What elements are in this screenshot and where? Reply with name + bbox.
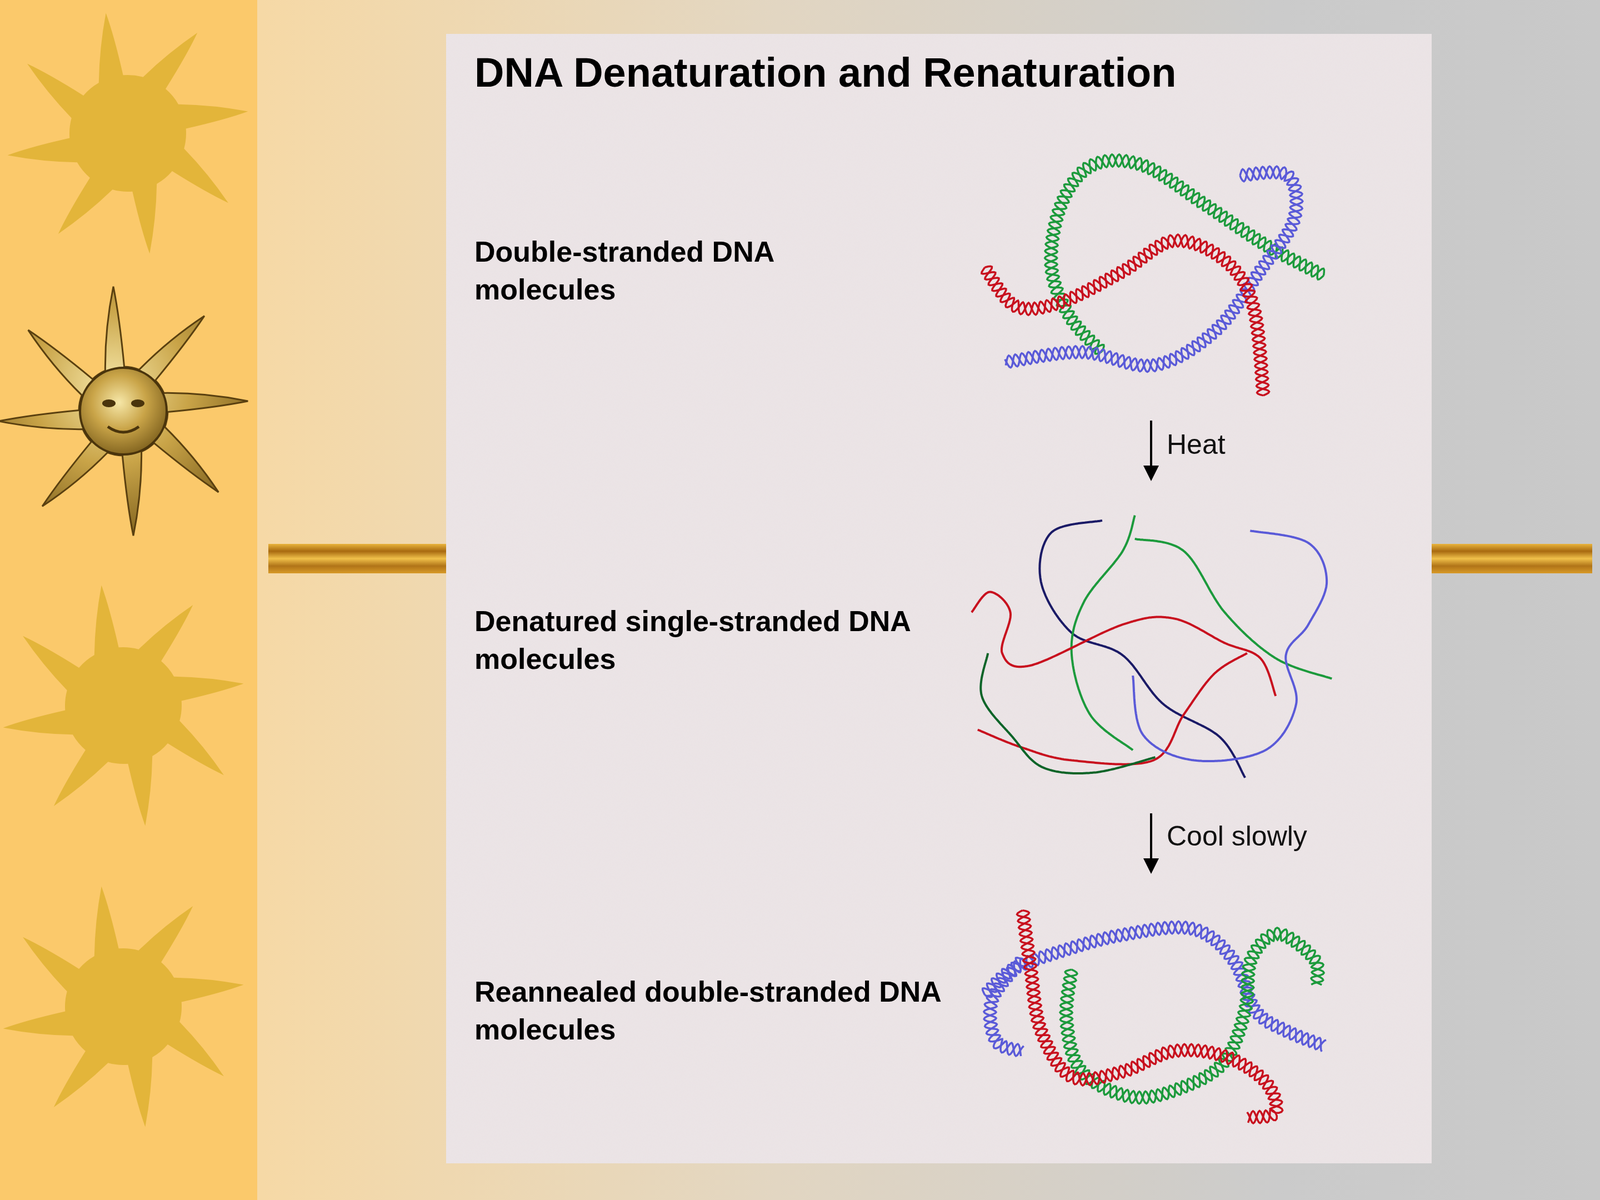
stage-label: Denatured single-stranded DNA molecules [474, 602, 930, 678]
dna-strand [1045, 154, 1324, 354]
single-strand [977, 653, 1248, 765]
cool-arrow [1143, 813, 1159, 874]
metal-sun [0, 286, 248, 537]
dna-strand [982, 921, 1323, 1052]
flat-sun [3, 886, 244, 1128]
sun-face [80, 367, 167, 455]
dna-strand [1017, 910, 1283, 1124]
single-strand [980, 653, 1155, 774]
base-pairs [1006, 172, 1297, 366]
dna-strand [983, 959, 1026, 1057]
sun-decorations [0, 13, 248, 1128]
dna-illustration [971, 154, 1333, 1124]
sun-eye [102, 399, 116, 408]
base-pairs [985, 240, 1264, 396]
sun-eye [131, 399, 145, 408]
single-strand [971, 592, 1277, 697]
flat-sun [3, 585, 244, 827]
flat-sun [7, 13, 249, 254]
base-pairs [990, 959, 1023, 1051]
gold-bar-right [1431, 543, 1593, 574]
step-label: Cool slowly [1166, 821, 1308, 852]
left-strip [0, 0, 258, 1200]
heat-arrow [1143, 420, 1159, 482]
dna-strand [1017, 910, 1283, 1124]
stage-label: Reannealed double-stranded DNA molecules [474, 973, 964, 1049]
single-strand [1132, 530, 1327, 762]
dna-strand [1005, 166, 1303, 372]
base-pairs [985, 927, 1322, 1045]
base-pairs [1022, 910, 1277, 1118]
diagram-panel [446, 33, 1432, 1164]
dna-strand [985, 234, 1269, 396]
sun-mouth [107, 426, 139, 433]
slide-title: DNA Denaturation and Renaturation [474, 50, 1177, 95]
panel-texture [446, 33, 1432, 1164]
stage-label: Double-stranded DNA molecules [474, 233, 775, 309]
base-pairs [1051, 160, 1324, 352]
gold-bar-left [268, 543, 447, 574]
single-strand [1135, 538, 1333, 679]
dna-strand [981, 235, 1270, 396]
step-label: Heat [1166, 429, 1226, 460]
